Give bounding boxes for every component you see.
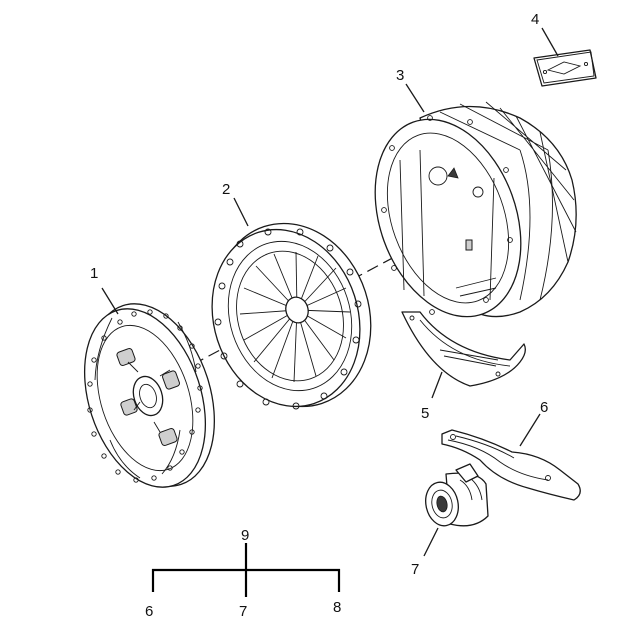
leader-7: [423, 527, 439, 557]
callout-3: 3: [396, 67, 404, 84]
lower-cover: [401, 311, 526, 387]
leader-6: [519, 413, 541, 447]
assembly-tree: [151, 543, 341, 597]
callout-4: 4: [531, 11, 539, 28]
leader-3: [405, 83, 425, 113]
release-bearing: [425, 463, 489, 527]
tree-right-label: 8: [333, 599, 341, 616]
callout-2: 2: [222, 181, 230, 198]
clutch-housing: [374, 101, 577, 318]
tree-middle-label: 7: [239, 603, 247, 620]
pressure-plate: [211, 222, 372, 410]
release-fork: [441, 429, 581, 501]
leader-5: [431, 371, 443, 399]
tree-root-label: 9: [241, 527, 249, 544]
callout-1: 1: [90, 265, 98, 282]
clutch-disc: [83, 303, 215, 488]
inspection-plate: [533, 49, 597, 87]
callout-5: 5: [421, 405, 429, 422]
tree-left-label: 6: [145, 603, 153, 620]
leader-2: [233, 197, 249, 227]
leader-4: [541, 27, 559, 57]
callout-7: 7: [411, 561, 419, 578]
callout-6: 6: [540, 399, 548, 416]
leader-1: [101, 287, 119, 315]
